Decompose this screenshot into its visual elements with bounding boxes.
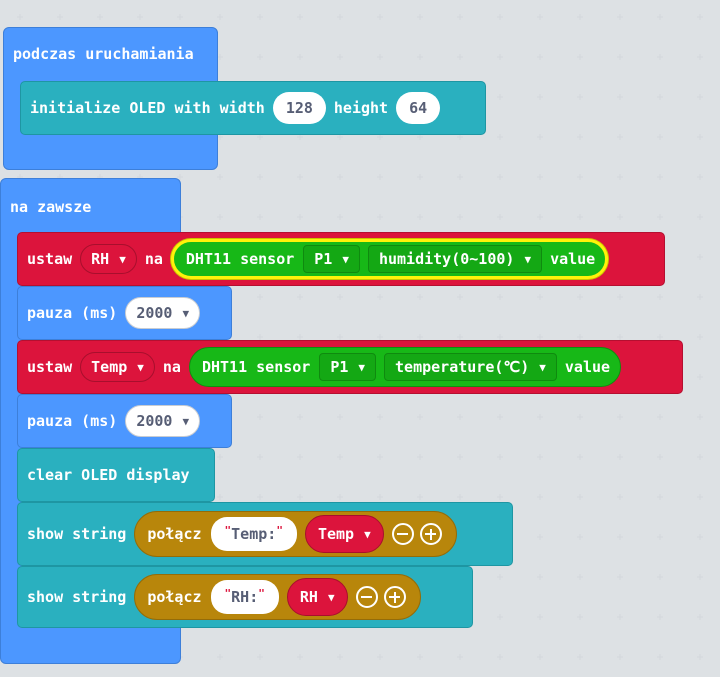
rh-variable-reporter[interactable]: RH ▼ bbox=[286, 578, 348, 616]
value-label: value bbox=[550, 250, 596, 268]
set-temp-to-label: na bbox=[162, 358, 181, 376]
pause-label: pauza (ms) bbox=[27, 304, 118, 322]
humidity-pin-dropdown[interactable]: P1 ▼ bbox=[303, 245, 360, 273]
pin-value: P1 bbox=[314, 250, 333, 268]
pause-block-2[interactable]: pauza (ms) 2000 ▼ bbox=[17, 394, 232, 448]
humidity-reading-dropdown[interactable]: humidity(0~100) ▼ bbox=[367, 245, 543, 273]
text-literal-value: Temp: bbox=[231, 525, 277, 543]
open-quote-icon: " bbox=[224, 587, 232, 600]
pause-label: pauza (ms) bbox=[27, 412, 118, 430]
clear-oled-block[interactable]: clear OLED display bbox=[17, 448, 215, 502]
set-temp-block[interactable]: ustaw Temp ▼ na DHT11 sensor P1 ▼ temper… bbox=[17, 340, 683, 394]
rh-variable-name: RH bbox=[299, 588, 318, 606]
join-label: połącz bbox=[147, 525, 202, 543]
join-label: połącz bbox=[147, 588, 202, 606]
pause-duration-dropdown-1[interactable]: 2000 ▼ bbox=[125, 297, 201, 329]
dropdown-arrow-icon: ▼ bbox=[539, 360, 546, 374]
dropdown-arrow-icon: ▼ bbox=[524, 252, 532, 266]
reading-value: humidity(0~100) bbox=[378, 250, 515, 268]
pin-value: P1 bbox=[330, 358, 349, 376]
text-literal-value: RH: bbox=[231, 588, 259, 606]
open-quote-icon: " bbox=[224, 524, 232, 537]
set-rh-block[interactable]: ustaw RH ▼ na DHT11 sensor P1 ▼ humidity… bbox=[17, 232, 665, 286]
join-reporter-2[interactable]: połącz "RH:" RH ▼ bbox=[134, 574, 421, 620]
set-rh-to-label: na bbox=[144, 250, 163, 268]
minus-circle-icon[interactable] bbox=[355, 586, 378, 608]
temperature-reading-dropdown[interactable]: temperature(℃) ▼ bbox=[384, 353, 557, 381]
close-quote-icon: " bbox=[276, 524, 283, 537]
dropdown-arrow-icon: ▼ bbox=[182, 414, 190, 428]
value-label: value bbox=[564, 358, 611, 376]
initialize-oled-block[interactable]: initialize OLED with width 128 height 64 bbox=[20, 81, 486, 135]
forever-title: na zawsze bbox=[10, 198, 92, 216]
dropdown-arrow-icon: ▼ bbox=[182, 306, 190, 320]
show-string-block-2[interactable]: show string połącz "RH:" RH ▼ bbox=[17, 566, 473, 628]
temp-variable-name: Temp bbox=[317, 525, 355, 543]
dht11-sensor-label: DHT11 sensor bbox=[201, 358, 311, 376]
dht11-sensor-label: DHT11 sensor bbox=[185, 250, 295, 268]
text-literal-temp[interactable]: "Temp:" bbox=[210, 517, 297, 551]
set-temp-label: ustaw bbox=[27, 358, 73, 376]
rh-variable-dropdown[interactable]: RH ▼ bbox=[80, 244, 137, 274]
dropdown-arrow-icon: ▼ bbox=[358, 360, 366, 374]
temp-variable-name: Temp bbox=[91, 358, 128, 376]
temperature-pin-dropdown[interactable]: P1 ▼ bbox=[319, 353, 377, 381]
oled-width-input[interactable]: 128 bbox=[272, 92, 326, 124]
plus-circle-icon[interactable] bbox=[419, 523, 442, 545]
initialize-oled-label: initialize OLED with width bbox=[30, 99, 265, 117]
dropdown-arrow-icon: ▼ bbox=[137, 360, 144, 374]
pause-duration-value: 2000 bbox=[136, 304, 173, 322]
dropdown-arrow-icon: ▼ bbox=[119, 252, 126, 266]
temp-variable-reporter[interactable]: Temp ▼ bbox=[304, 515, 384, 553]
oled-height-input[interactable]: 64 bbox=[396, 92, 441, 124]
rh-variable-name: RH bbox=[91, 250, 110, 268]
dht11-humidity-reporter[interactable]: DHT11 sensor P1 ▼ humidity(0~100) ▼ valu… bbox=[170, 239, 609, 279]
show-string-label: show string bbox=[27, 525, 127, 543]
pause-block-1[interactable]: pauza (ms) 2000 ▼ bbox=[17, 286, 232, 340]
close-quote-icon: " bbox=[258, 587, 265, 600]
set-rh-label: ustaw bbox=[27, 250, 73, 268]
oled-height-label: height bbox=[333, 99, 389, 117]
reading-value: temperature(℃) bbox=[395, 358, 530, 376]
show-string-block-1[interactable]: show string połącz "Temp:" Temp ▼ bbox=[17, 502, 513, 566]
minus-circle-icon[interactable] bbox=[391, 523, 414, 545]
pause-duration-dropdown-2[interactable]: 2000 ▼ bbox=[125, 405, 201, 437]
plus-circle-icon[interactable] bbox=[383, 586, 406, 608]
on-start-title: podczas uruchamiania bbox=[13, 45, 194, 63]
temp-variable-dropdown[interactable]: Temp ▼ bbox=[80, 352, 155, 382]
join-reporter-1[interactable]: połącz "Temp:" Temp ▼ bbox=[134, 511, 457, 557]
dropdown-arrow-icon: ▼ bbox=[342, 252, 349, 266]
show-string-label: show string bbox=[27, 588, 127, 606]
dropdown-arrow-icon: ▼ bbox=[364, 527, 371, 541]
dht11-temperature-reporter[interactable]: DHT11 sensor P1 ▼ temperature(℃) ▼ value bbox=[188, 347, 622, 387]
pause-duration-value: 2000 bbox=[136, 412, 173, 430]
text-literal-rh[interactable]: "RH:" bbox=[210, 580, 279, 614]
clear-oled-label: clear OLED display bbox=[27, 466, 190, 484]
dropdown-arrow-icon: ▼ bbox=[327, 590, 335, 604]
